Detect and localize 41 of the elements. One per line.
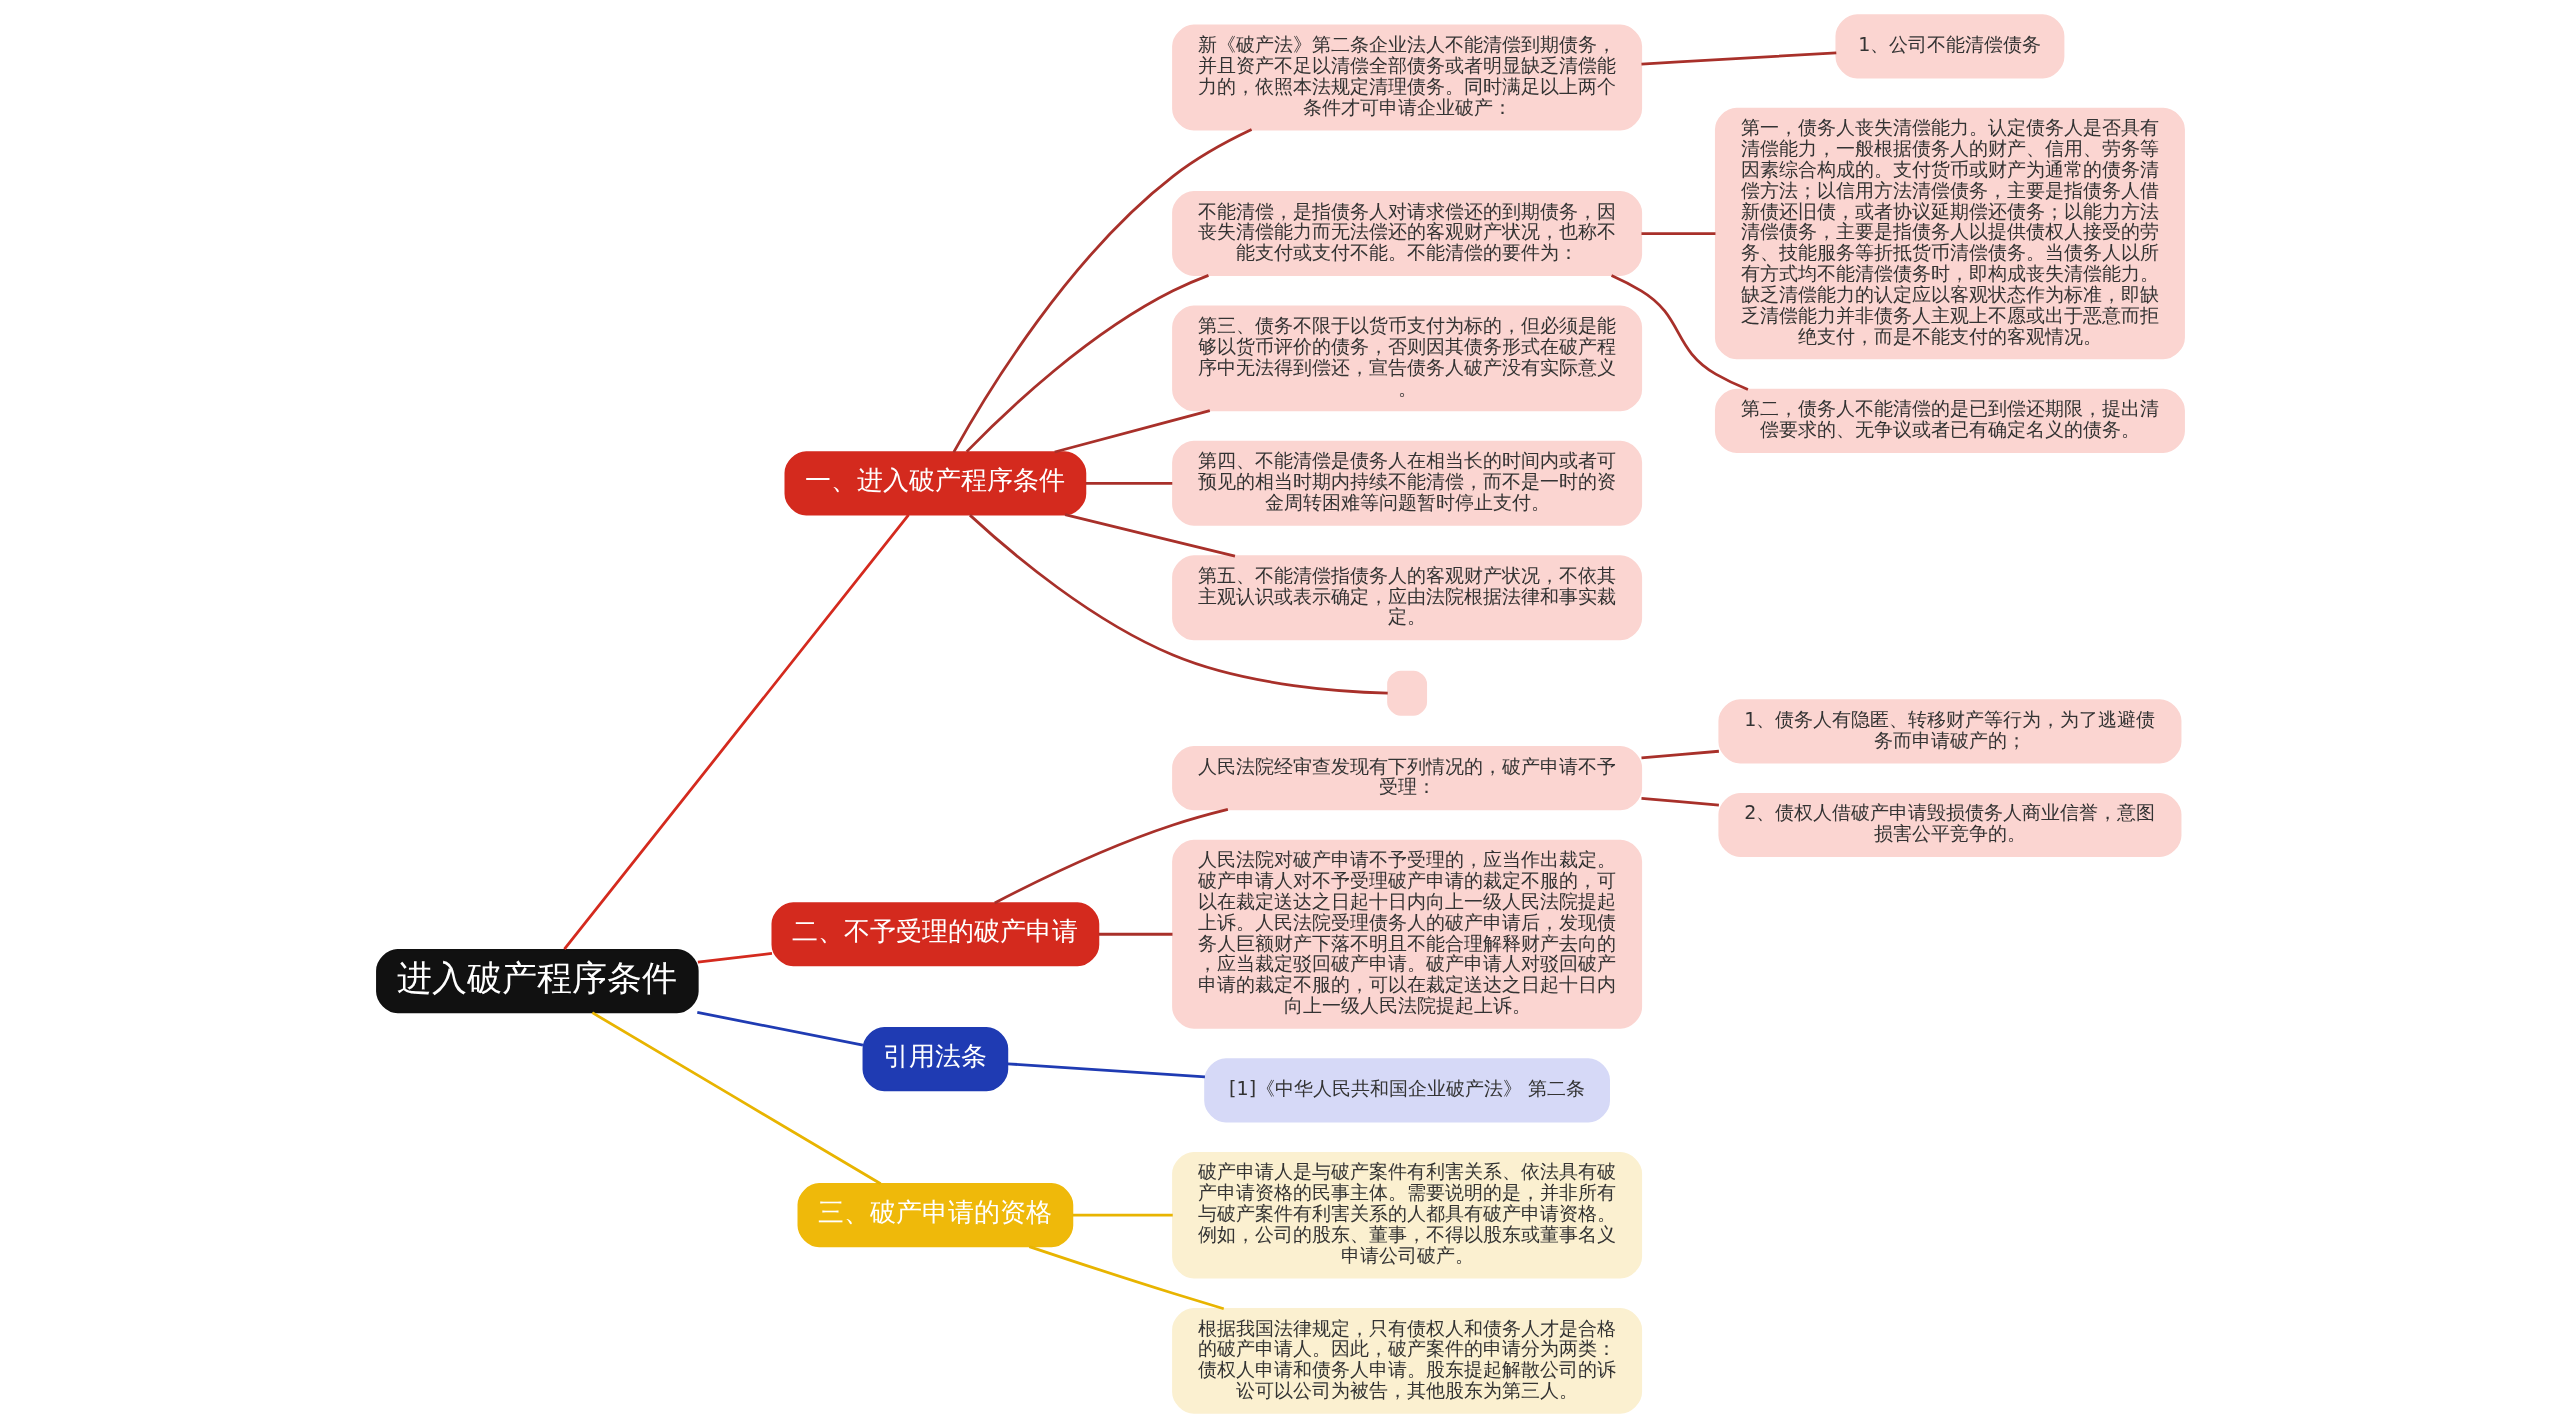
node-box: 第五、不能清偿指债务人的客观财产状况，不依其主观认识或表示确定，应由法院根据法律和事实裁定。: [1171, 555, 1642, 641]
node-box: 第四、不能清偿是债务人在相当长的时间内或者可预见的相当时期内持续不能清偿，而不是一时的资金周转困难等问题暂时停止支付。: [1171, 440, 1642, 526]
node-box: 根据我国法律规定，只有债权人和债务人才是合格的破产申请人。因此，破产案件的申请分为两类：债权人申请和债务人申请。股东提起解散公司的诉讼可以公司为被告，其他股东为第三人。: [1171, 1308, 1642, 1414]
connector: [1640, 749, 1719, 760]
connector: [1640, 797, 1719, 807]
connector: [1072, 1213, 1173, 1217]
connector: [697, 952, 772, 964]
connector: [562, 514, 910, 951]
connector: [1064, 513, 1235, 558]
node-box: 1、债务人有隐匿、转移财产等行为，为了逃避债务而申请破产的；: [1717, 699, 2181, 764]
node-box: 第一，债务人丧失清偿能力。认定债务人是否具有清偿能力，一般根据债务人的财产、信用、劳务等因素综合构成的。支付货币或财产为通常的债务清偿方法；以信用方法清偿债务，主要是指债务人借新债还旧债，或者协议延期偿还债务；以能力方法清偿债务，主要是指债务人以提供债权人接受的劳务、技能服务等折抵货币清偿债务。当债务人以所有方式均不能清偿债务时，即构成丧失清偿能力。缺乏清偿能力的认定应以客观状态作为标准，即缺乏清偿能力并非债务人主观上不愿或出于恶意而拒绝支付，而是不能支付的客观情况。: [1714, 107, 2185, 360]
node-box: 新《破产法》第二条企业法人不能清偿到期债务，并且资产不足以清偿全部债务或者明显缺乏清偿能力的，依照本法规定清理债务。同时满足以上两个条件才可申请企业破产：: [1171, 24, 1642, 131]
connector: [1007, 1062, 1205, 1079]
node-box: 引用法条: [862, 1027, 1008, 1092]
connector: [696, 1011, 863, 1047]
connector: [1610, 274, 1748, 391]
node-box: 第二，债务人不能清偿的是已到偿还期限，提出清偿要求的、无争议或者已有确定名义的债务。: [1714, 388, 2185, 453]
node-box: 第三、债务不限于以货币支付为标的，但必须是能够以货币评价的债务，否则因其债务形式在破产程序中无法得到偿还，宣告债务人破产没有实际意义。: [1171, 305, 1642, 412]
node-box: [1386, 670, 1427, 716]
connector: [1053, 409, 1210, 454]
connector: [591, 1011, 881, 1185]
connector: [952, 128, 1252, 453]
connector: [968, 514, 1388, 695]
node-box: [1]《中华人民共和国企业破产法》 第二条: [1203, 1058, 1610, 1123]
connector: [1085, 481, 1172, 485]
connector: [965, 274, 1209, 453]
node-box: 二、不予受理的破产申请: [771, 902, 1099, 967]
node-box: 三、破产申请的资格: [797, 1183, 1073, 1248]
node-box: 1、公司不能清偿债务: [1834, 14, 2064, 79]
connector: [1641, 232, 1715, 235]
node-box: 人民法院对破产申请不予受理的，应当作出裁定。破产申请人对不予受理破产申请的裁定不服的，可以在裁定送达之日起十日内向上一级人民法院提起上诉。人民法院受理债务人的破产申请后，发现债务人巨额财产下落不明且不能合理解释财产去向的，应当裁定驳回破产申请。破产申请人对驳回破产申请的裁定不服的，可以在裁定送达之日起十日内向上一级人民法院提起上诉。: [1171, 839, 1642, 1029]
node-box: 一、进入破产程序条件: [784, 451, 1086, 516]
node-box: 人民法院经审查发现有下列情况的，破产申请不予受理：: [1171, 746, 1642, 811]
node-box: 不能清偿，是指债务人对请求偿还的到期债务，因丧失清偿能力而无法偿还的客观财产状况，也称不能支付或支付不能。不能清偿的要件为：: [1171, 191, 1642, 277]
connector: [1028, 1245, 1224, 1311]
node-box: 2、债权人借破产申请毁损债务人商业信誉，意图损害公平竞争的。: [1717, 792, 2181, 858]
connector: [1098, 932, 1172, 936]
connector: [1640, 51, 1836, 66]
node-box: 破产申请人是与破产案件有利害关系、依法具有破产申请资格的民事主体。需要说明的是，并非所有与破产案件有利害关系的人都具有破产申请资格。例如，公司的股东、董事，不得以股东或董事名义申请公司破产。: [1171, 1151, 1642, 1279]
connector: [993, 808, 1228, 905]
node-box: 进入破产程序条件: [375, 949, 699, 1014]
